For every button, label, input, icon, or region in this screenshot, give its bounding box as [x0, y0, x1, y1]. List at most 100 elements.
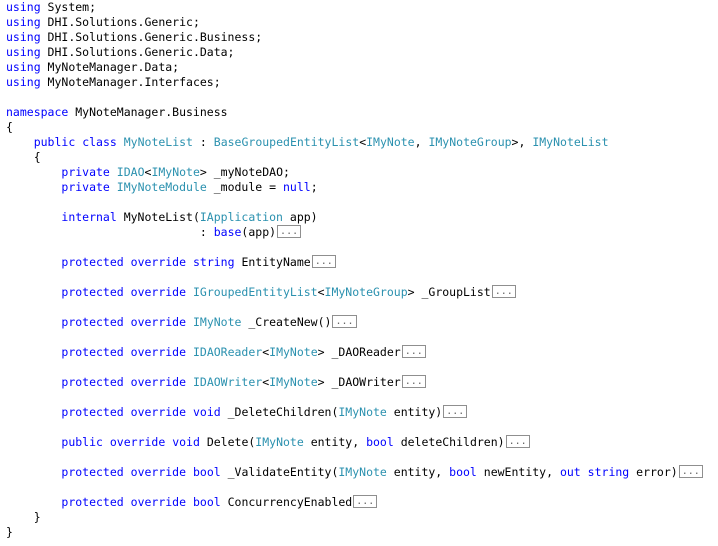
code-keyword: override: [109, 435, 166, 449]
code-keyword: base: [213, 225, 242, 239]
code-keyword: using: [6, 15, 41, 29]
code-text: <: [262, 375, 270, 389]
code-type-name: IMyNote: [192, 315, 242, 329]
code-keyword: bool: [449, 465, 477, 479]
code-text: [6, 135, 34, 149]
code-text: ,: [414, 135, 429, 149]
code-text: DHI.Solutions.Generic;: [40, 15, 200, 29]
code-line: using MyNoteManager.Interfaces;: [6, 75, 716, 90]
code-text: [110, 165, 117, 179]
code-text: [6, 375, 61, 389]
code-keyword: override: [130, 285, 187, 299]
code-text: MyNoteManager.Interfaces;: [40, 75, 221, 89]
collapsed-region-marker[interactable]: ...: [491, 285, 516, 298]
code-text: [6, 435, 61, 449]
code-keyword: using: [6, 75, 41, 89]
code-text: [6, 345, 61, 359]
code-text: > _myNoteDAO;: [199, 165, 290, 179]
code-keyword: namespace: [6, 105, 69, 119]
code-type-name: IMyNote: [366, 135, 415, 149]
collapsed-region-marker[interactable]: ...: [353, 495, 378, 508]
code-text: DHI.Solutions.Generic.Data;: [40, 45, 235, 59]
code-keyword: private: [61, 180, 110, 194]
code-line: using System;: [6, 0, 716, 15]
code-text: <: [262, 345, 270, 359]
code-keyword: string: [192, 255, 235, 269]
code-keyword: using: [6, 0, 41, 14]
code-keyword: using: [6, 60, 41, 74]
code-line: {: [6, 120, 716, 135]
code-text: [124, 495, 131, 509]
code-keyword: class: [82, 135, 117, 149]
code-line: protected override void _DeleteChildren(…: [6, 405, 716, 420]
code-type-name: IMyNote: [151, 165, 200, 179]
code-text: _DeleteChildren(: [220, 405, 339, 419]
code-keyword: using: [6, 30, 41, 44]
code-line: namespace MyNoteManager.Business: [6, 105, 716, 120]
code-line: using DHI.Solutions.Generic;: [6, 15, 716, 30]
code-line: [6, 360, 716, 375]
code-keyword: out: [559, 465, 581, 479]
code-text: [186, 345, 193, 359]
code-line: protected override string EntityName...: [6, 255, 716, 270]
code-text: MyNoteManager.Data;: [40, 60, 180, 74]
code-type-name: IMyNote: [269, 345, 318, 359]
code-type-name: IMyNote: [338, 405, 387, 419]
code-line: private IMyNoteModule _module = null;: [6, 180, 716, 195]
code-line: private IDAO<IMyNote> _myNoteDAO;: [6, 165, 716, 180]
code-text: [110, 180, 117, 194]
code-text: > _DAOWriter: [317, 375, 401, 389]
code-line: [6, 300, 716, 315]
collapsed-region-marker[interactable]: ...: [443, 405, 468, 418]
code-line: [6, 450, 716, 465]
code-text: _CreateNew(): [241, 315, 332, 329]
code-type-name: IMyNote: [255, 435, 304, 449]
code-text: {: [6, 120, 13, 134]
code-text: [124, 465, 131, 479]
code-text: <: [317, 285, 325, 299]
collapsed-region-marker[interactable]: ...: [311, 255, 336, 268]
code-text: [6, 495, 61, 509]
code-keyword: protected: [61, 315, 124, 329]
collapsed-region-marker[interactable]: ...: [678, 465, 703, 478]
collapsed-region-marker[interactable]: ...: [401, 345, 426, 358]
code-line: [6, 90, 716, 105]
code-text: [6, 210, 61, 224]
code-text: [186, 315, 193, 329]
collapsed-region-marker[interactable]: ...: [401, 375, 426, 388]
code-line: public override void Delete(IMyNote enti…: [6, 435, 716, 450]
code-text: _module =: [206, 180, 283, 194]
code-text: Delete(: [199, 435, 256, 449]
code-keyword: private: [61, 165, 110, 179]
code-text: System;: [40, 0, 97, 14]
code-editor[interactable]: using System;using DHI.Solutions.Generic…: [6, 0, 716, 540]
code-text: entity): [386, 405, 443, 419]
code-line: [6, 240, 716, 255]
code-keyword: protected: [61, 345, 124, 359]
code-keyword: override: [130, 495, 187, 509]
code-line: [6, 390, 716, 405]
code-text: :: [6, 225, 214, 239]
code-text: [124, 375, 131, 389]
code-text: (app): [241, 225, 277, 239]
code-line: protected override IMyNote _CreateNew().…: [6, 315, 716, 330]
collapsed-region-marker[interactable]: ...: [277, 225, 302, 238]
code-type-name: IGroupedEntityList: [192, 285, 318, 299]
code-text: entity,: [303, 435, 367, 449]
collapsed-region-marker[interactable]: ...: [332, 315, 357, 328]
code-keyword: protected: [61, 465, 124, 479]
code-text: [186, 375, 193, 389]
code-keyword: protected: [61, 255, 124, 269]
code-text: [6, 180, 61, 194]
collapsed-region-marker[interactable]: ...: [505, 435, 530, 448]
code-text: [117, 135, 124, 149]
code-text: DHI.Solutions.Generic.Business;: [40, 30, 263, 44]
code-text: _ValidateEntity(: [220, 465, 339, 479]
code-text: [186, 495, 193, 509]
code-keyword: protected: [61, 495, 124, 509]
code-text: [6, 165, 61, 179]
code-line: protected override IDAOWriter<IMyNote> _…: [6, 375, 716, 390]
code-line: protected override IGroupedEntityList<IM…: [6, 285, 716, 300]
code-text: [6, 405, 61, 419]
code-text: [186, 465, 193, 479]
